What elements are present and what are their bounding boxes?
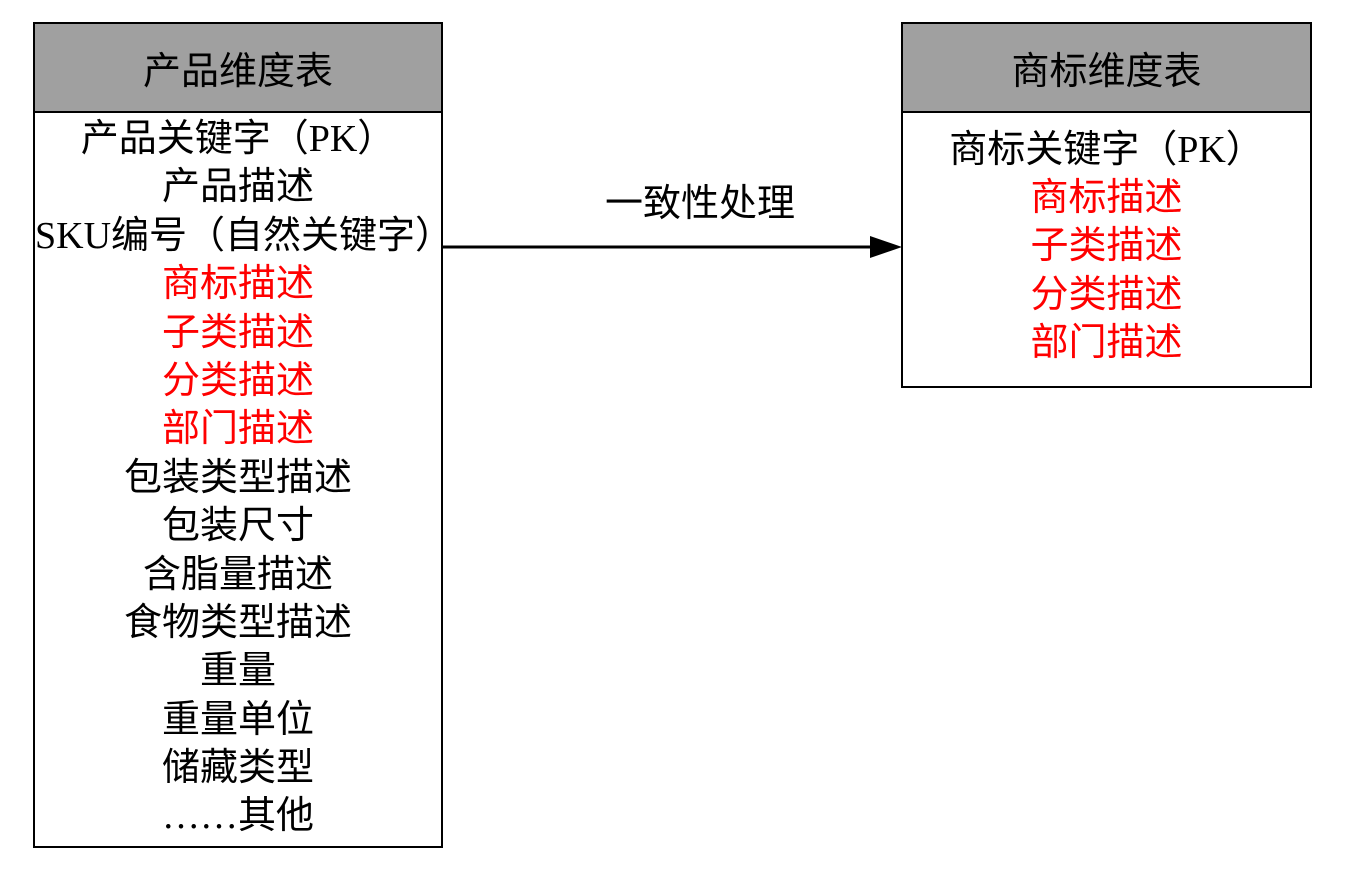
table-row: 产品描述 [161, 166, 314, 209]
table-row: 商标描述 [1030, 177, 1183, 220]
brand-table-title: 商标维度表 [903, 24, 1310, 113]
table-row: 重量单位 [161, 698, 314, 741]
product-table-body: 产品关键字（PK） 产品描述 SKU编号（自然关键字） 商标描述子类描述分类描述部门描… [35, 113, 441, 846]
arrow-head [870, 236, 902, 258]
product-table-title: 产品维度表 [35, 24, 441, 113]
table-row: 食物类型描述 [123, 601, 352, 644]
table-row: 包装尺寸 [161, 505, 314, 548]
table-row: 含脂量描述 [142, 553, 333, 596]
arrow-label: 一致性处理 [604, 183, 795, 225]
table-row: 子类描述 [1030, 225, 1183, 268]
product-dimension-table: 产品维度表 产品关键字（PK） 产品描述 SKU编号（自然关键字） 商标描述子类描述分… [33, 22, 443, 848]
right-arrow-icon [443, 236, 902, 258]
table-row: 部门描述 [1030, 321, 1183, 364]
table-row: 子类描述 [161, 311, 314, 354]
brand-dimension-table: 商标维度表 商标关键字（PK） 商标描述子类描述分类描述部门描述 [901, 22, 1312, 388]
table-row: 商标关键字（PK） [949, 129, 1264, 171]
table-row: 产品关键字（PK） [80, 118, 396, 160]
table-row: 分类描述 [161, 359, 314, 402]
table-row: 部门描述 [161, 408, 314, 451]
table-row: ……其他 [161, 795, 314, 838]
table-row: SKU编号（自然关键字） [35, 214, 441, 257]
table-row: 包装类型描述 [123, 456, 352, 499]
brand-table-body: 商标关键字（PK） 商标描述子类描述分类描述部门描述 [903, 113, 1310, 386]
table-row: 分类描述 [1030, 273, 1183, 316]
table-row: 重量 [199, 650, 276, 693]
table-row: 储藏类型 [161, 747, 314, 790]
table-row: 商标描述 [161, 263, 314, 306]
